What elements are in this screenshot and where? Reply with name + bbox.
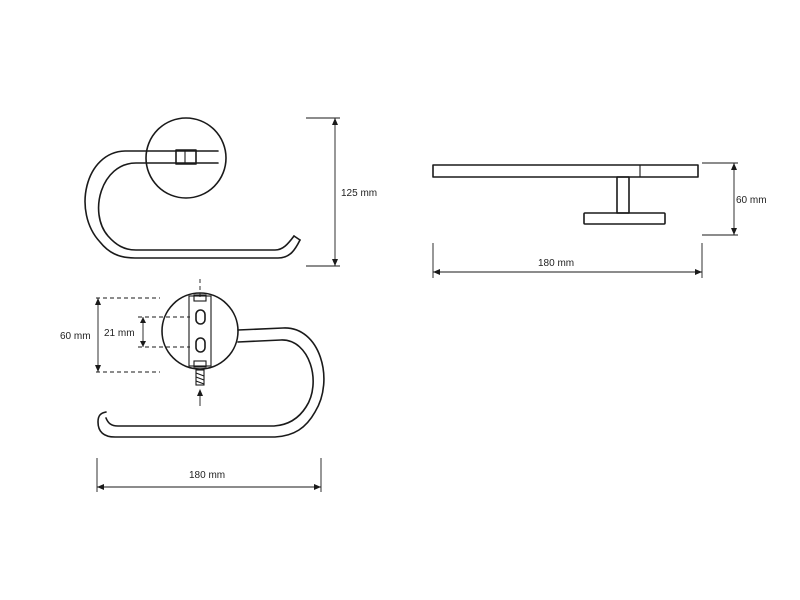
front-view: 60 mm 21 mm 180 mm	[60, 279, 325, 492]
top-view-wall-plate	[145, 117, 227, 199]
dim-label-60-front: 60 mm	[60, 331, 91, 342]
screw-icon	[195, 369, 205, 386]
top-view-boss	[175, 149, 197, 165]
dim-label-180-side: 180 mm	[538, 258, 574, 269]
front-view-mounting-strip	[188, 295, 212, 367]
dim-label-21-front: 21 mm	[104, 328, 135, 339]
dim-label-180-front: 180 mm	[189, 470, 225, 481]
side-view-stem	[616, 176, 630, 214]
side-view-bar	[432, 164, 699, 178]
top-view-arm	[84, 150, 301, 259]
front-view-hole-lower	[195, 337, 206, 353]
top-view: 125 mm	[84, 117, 377, 267]
front-view-hole-upper	[195, 309, 206, 325]
dim-label-125: 125 mm	[341, 188, 377, 199]
front-view-arm	[97, 327, 325, 438]
dim-label-60-side: 60 mm	[736, 195, 767, 206]
side-view: 60 mm 180 mm	[432, 162, 767, 278]
front-view-wall-plate	[161, 292, 239, 370]
side-view-base-plate	[583, 212, 666, 225]
arrow-up-icon	[197, 389, 203, 406]
